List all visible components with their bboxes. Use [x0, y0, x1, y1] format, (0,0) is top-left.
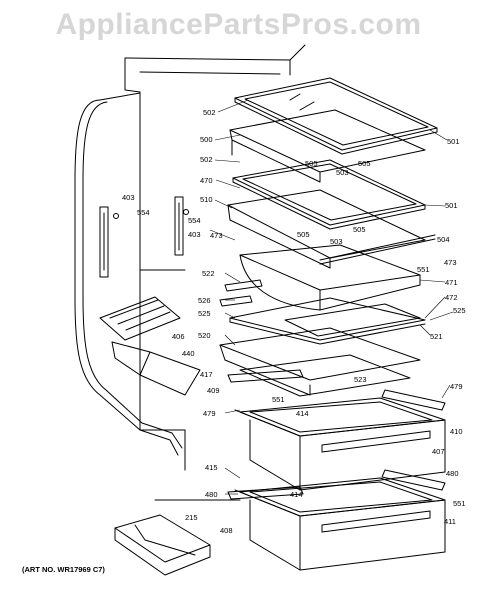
callout-551c: 551: [453, 499, 466, 508]
glass-shelf-top: [234, 77, 438, 155]
slide-rail-upper-left: [219, 279, 263, 307]
callout-501b: 501: [445, 201, 458, 210]
callout-504: 504: [437, 235, 450, 244]
callout-408: 408: [220, 526, 233, 535]
callout-480a: 480: [446, 469, 459, 478]
callout-479b: 479: [203, 409, 216, 418]
vent-cover-406: [99, 296, 181, 341]
glass-shelf-521: [284, 303, 421, 337]
callout-215: 215: [185, 513, 198, 522]
door-gasket: [74, 99, 183, 456]
art-number: (ART NO. WR17969 C7): [22, 565, 105, 574]
callout-414b: 414: [290, 490, 303, 499]
callout-470: 470: [200, 176, 213, 185]
leader-lines: [209, 99, 454, 495]
slide-rail-480-right: [381, 469, 446, 491]
callout-522: 522: [202, 269, 215, 278]
crisper-frame-520: [219, 327, 421, 396]
callout-479a: 479: [450, 382, 463, 391]
callout-473b: 473: [444, 258, 457, 267]
callout-502a: 502: [203, 108, 216, 117]
callout-551a: 551: [417, 265, 430, 274]
cabinet-outline: [99, 44, 306, 501]
drawer-lower: [234, 489, 446, 571]
slide-rail-479-left: [227, 369, 304, 383]
callout-520: 520: [198, 331, 211, 340]
callout-503a: 503: [336, 168, 349, 177]
callout-505c: 505: [297, 230, 310, 239]
callout-505a: 505: [305, 159, 318, 168]
drawer-upper: [234, 409, 446, 491]
callout-472: 472: [445, 293, 458, 302]
callout-415: 415: [205, 463, 218, 472]
callout-525a: 525: [198, 309, 211, 318]
screw-554-left: [113, 213, 119, 219]
pan-cover-472: [229, 297, 426, 345]
callout-501a: 501: [447, 137, 460, 146]
door-bin-215: [114, 514, 211, 576]
shelf-frame-lower: [227, 189, 426, 269]
callout-411: 411: [444, 517, 456, 526]
callout-403b: 403: [188, 230, 201, 239]
callout-521: 521: [430, 332, 443, 341]
callout-525b: 525: [453, 306, 466, 315]
glass-shelf-523: [239, 354, 411, 397]
callout-409: 409: [207, 386, 220, 395]
callout-500: 500: [200, 135, 213, 144]
callout-505b: 505: [358, 159, 371, 168]
deflector-440: [111, 341, 201, 396]
callout-471: 471: [445, 278, 458, 287]
callout-labels: 502 501 500 505 505 502 503 470 501 403 …: [122, 108, 466, 535]
callout-406: 406: [172, 332, 185, 341]
callout-554b: 554: [188, 216, 201, 225]
screw-554-right: [183, 209, 189, 215]
slide-rail-480-left: [227, 486, 304, 500]
callout-480b: 480: [205, 490, 218, 499]
callout-551b: 551: [272, 395, 285, 404]
callout-410: 410: [450, 427, 463, 436]
callout-510: 510: [200, 195, 213, 204]
callout-417: 417: [200, 370, 213, 379]
callout-473a: 473: [210, 231, 223, 240]
callout-526: 526: [198, 296, 211, 305]
callout-505d: 505: [353, 225, 366, 234]
callout-503b: 503: [330, 237, 343, 246]
callout-403a: 403: [122, 193, 135, 202]
callout-523: 523: [354, 375, 367, 384]
pan-471: [239, 244, 421, 311]
shelf-frame-upper: [229, 109, 426, 183]
callout-440: 440: [182, 349, 195, 358]
shelf-rail-left: [99, 206, 109, 278]
callout-407: 407: [432, 447, 445, 456]
callout-414a: 414: [296, 409, 309, 418]
callout-502b: 502: [200, 155, 213, 164]
watermark: AppliancePartsPros.com: [55, 8, 422, 41]
shelf-rail-504: [319, 234, 436, 265]
callout-554a: 554: [137, 208, 150, 217]
slide-rail-479-right: [381, 389, 446, 411]
shelf-rail-right: [174, 196, 184, 256]
